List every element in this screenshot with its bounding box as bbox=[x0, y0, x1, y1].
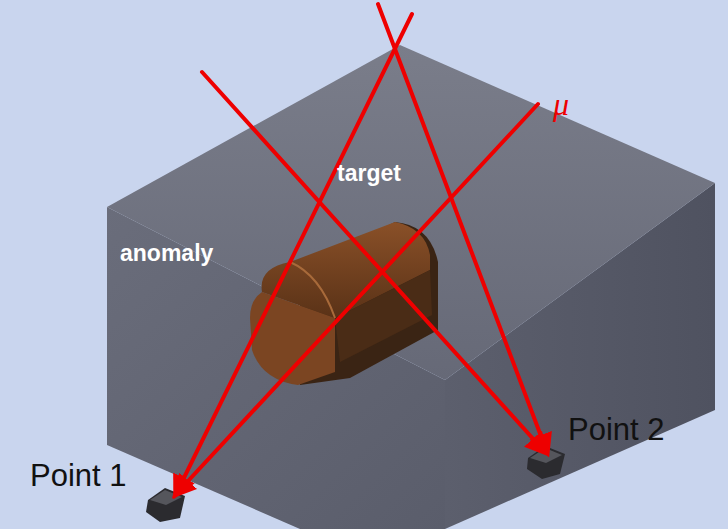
region-label: target bbox=[337, 162, 401, 185]
detector-label: Point 2 bbox=[568, 414, 665, 445]
muon-track bbox=[176, 4, 547, 494]
detector-label: Point 1 bbox=[30, 460, 127, 491]
region-label: anomaly bbox=[120, 242, 213, 265]
particle-symbol: μ bbox=[553, 88, 569, 120]
